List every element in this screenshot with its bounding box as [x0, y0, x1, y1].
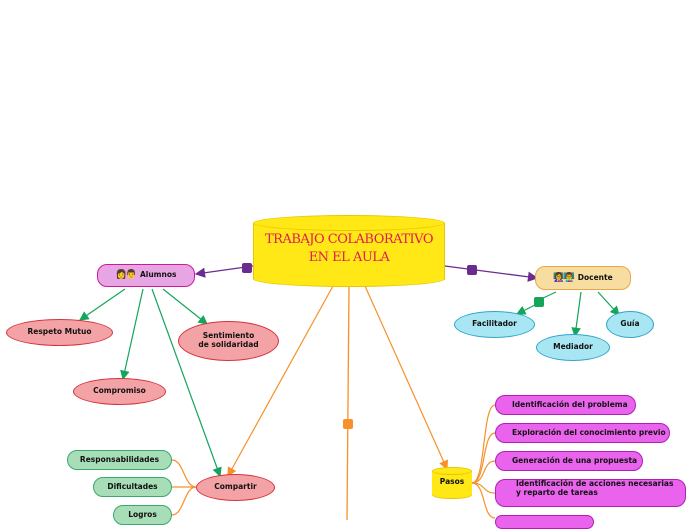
central-topic-line2: EN EL AULA — [308, 250, 390, 265]
connector-alumnos-respeto — [79, 288, 126, 321]
node-respeto-mutuo-label: Respeto Mutuo — [27, 327, 92, 337]
node-step-1-label: Identificación del problema — [512, 399, 628, 409]
node-pasos[interactable]: Pasos — [432, 467, 472, 499]
node-dificultades[interactable]: Dificultades — [93, 477, 172, 497]
connector-alumnos-compartir — [151, 288, 222, 478]
node-logros[interactable]: Logros — [113, 505, 172, 525]
node-dificultades-label: Dificultades — [107, 481, 158, 491]
teachers-icon: 👩‍🏫👨‍🏫 — [553, 272, 574, 283]
node-step-2[interactable]: Exploración del conocimiento previo — [495, 423, 670, 443]
node-step-4[interactable]: Identificación de acciones necesarias y … — [495, 479, 686, 507]
connector-pasos-s5 — [471, 482, 496, 519]
node-step-2-label: Exploración del conocimiento previo — [512, 427, 666, 437]
connector-compartir-logros — [171, 486, 197, 516]
node-responsabilidades[interactable]: Responsabilidades — [67, 450, 172, 470]
hub-central-down[interactable] — [343, 419, 353, 429]
connector-alumnos-sentimiento — [162, 288, 208, 325]
connector-central-pasos — [364, 285, 448, 471]
connector-docente-guia — [597, 291, 620, 316]
connector-pasos-s1 — [471, 404, 496, 484]
pasos-cylinder-body — [432, 471, 472, 495]
hub-docente-children[interactable] — [534, 297, 544, 307]
central-topic-title: TRABAJO COLABORATIVO EN EL AULA — [259, 231, 439, 267]
node-alumnos[interactable]: 👩👨 Alumnos — [97, 264, 195, 287]
pasos-cylinder-bottom — [432, 491, 472, 499]
connector-docente-mediador — [571, 291, 582, 338]
connector-central-compartir — [227, 285, 334, 478]
connector-central-down — [346, 285, 350, 520]
node-alumnos-label: Alumnos — [139, 270, 177, 280]
node-compartir[interactable]: Compartir — [196, 474, 275, 501]
node-sentimiento-label-1: Sentimiento — [202, 331, 255, 341]
node-compromiso-label: Compromiso — [93, 386, 146, 396]
hub-alumnos[interactable] — [242, 263, 252, 273]
node-step-1[interactable]: Identificación del problema — [495, 395, 636, 415]
node-responsabilidades-label: Responsabilidades — [79, 454, 160, 464]
connector-alumnos-compromiso — [120, 288, 144, 381]
node-compartir-label: Compartir — [214, 482, 257, 492]
node-respeto-mutuo[interactable]: Respeto Mutuo — [6, 319, 113, 346]
node-logros-label: Logros — [128, 509, 157, 519]
node-guia[interactable]: Guía — [606, 311, 654, 338]
node-docente[interactable]: 👩‍🏫👨‍🏫 Docente — [535, 266, 631, 290]
connector-pasos-s3 — [471, 460, 496, 484]
central-cylinder-body — [253, 223, 445, 279]
node-compromiso[interactable]: Compromiso — [73, 378, 166, 405]
node-step-3[interactable]: Generación de una propuesta — [495, 451, 643, 471]
node-mediador-label: Mediador — [553, 342, 593, 352]
node-docente-label: Docente — [577, 272, 613, 282]
people-icon: 👩👨 — [115, 270, 137, 281]
central-cylinder-top — [253, 215, 445, 231]
node-sentimiento[interactable]: Sentimiento de solidaridad — [178, 321, 279, 361]
node-pasos-label: Pasos — [439, 477, 465, 486]
node-step-4-label-1: Identificación de acciones necesarias — [516, 479, 674, 488]
node-step-4-label-2: y reparto de tareas — [516, 487, 598, 497]
node-step-3-label: Generación de una propuesta — [512, 455, 638, 465]
central-topic[interactable]: TRABAJO COLABORATIVO EN EL AULA — [253, 215, 445, 287]
central-topic-line1: TRABAJO COLABORATIVO — [265, 232, 433, 247]
connector-central-docente — [444, 265, 539, 282]
node-guia-label: Guía — [620, 319, 640, 329]
node-mediador[interactable]: Mediador — [536, 334, 610, 361]
node-sentimiento-label-2: de solidaridad — [198, 340, 259, 349]
connector-compartir-responsabilidades — [171, 459, 197, 488]
node-step-5[interactable] — [495, 515, 594, 529]
hub-docente[interactable] — [467, 265, 477, 275]
node-facilitador-label: Facilitador — [472, 319, 517, 329]
pasos-cylinder-top — [432, 467, 472, 475]
connector-pasos-s2 — [471, 432, 496, 484]
node-facilitador[interactable]: Facilitador — [454, 311, 535, 338]
